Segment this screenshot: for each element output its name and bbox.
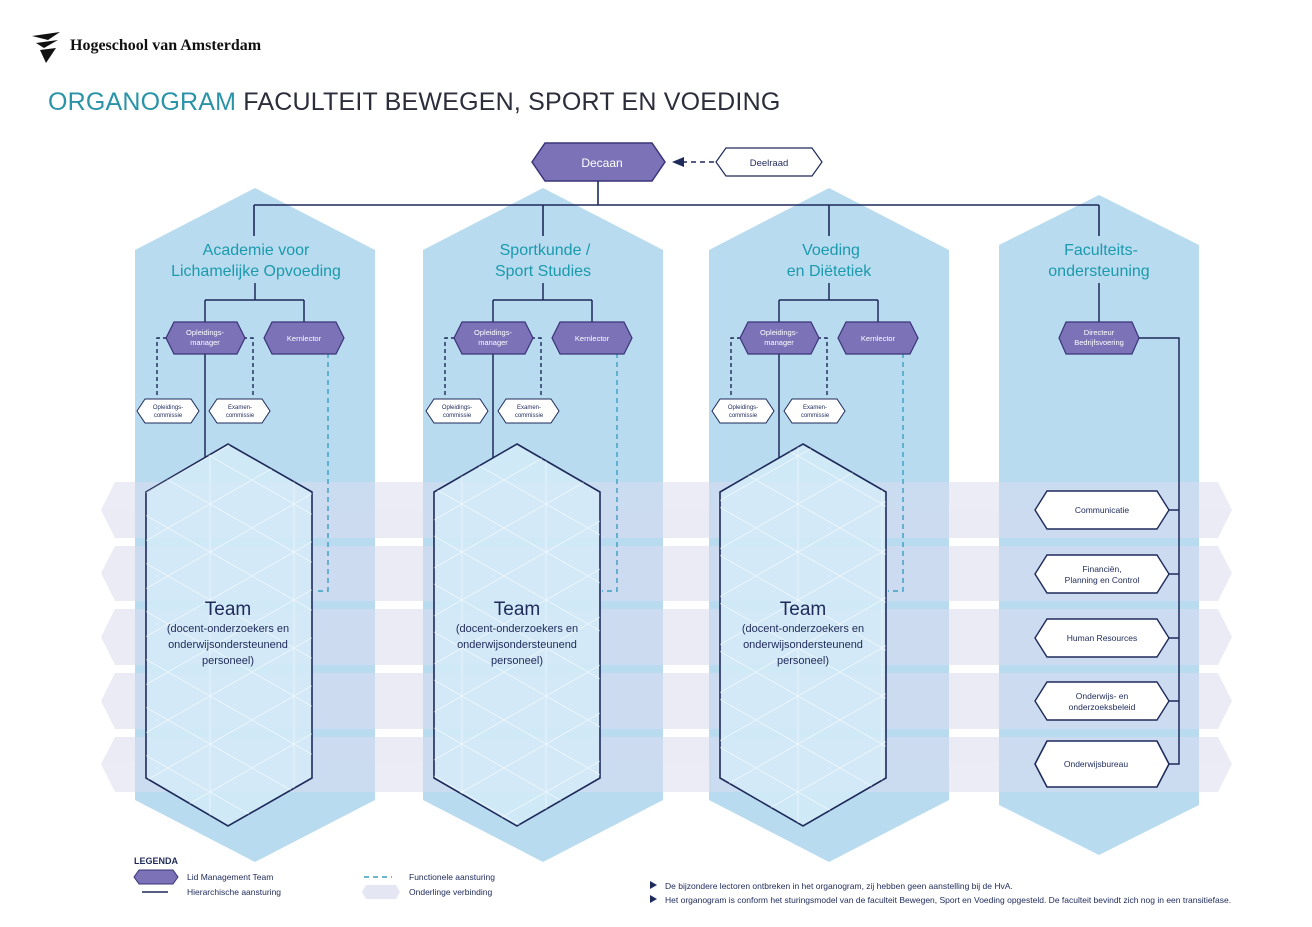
department-title: Sportkunde /	[500, 242, 591, 259]
lector-label: Kernlector	[287, 334, 322, 343]
legend: LEGENDA Lid Management Team Hierarchisch…	[133, 856, 495, 899]
department-academie: Academie voor Lichamelijke Opvoeding Opl…	[136, 242, 345, 827]
team-title: Team	[780, 599, 826, 620]
bullet-icon	[650, 881, 657, 889]
title-part-1: ORGANOGRAM	[48, 88, 237, 116]
commissie-label: Examen-	[228, 405, 252, 411]
department-title: Academie voor	[203, 242, 310, 259]
commissie-box	[425, 398, 489, 424]
unit-label: Financiën,	[1082, 564, 1121, 574]
brand-name: Hogeschool van Amsterdam	[70, 37, 262, 54]
lector-label: Kernlector	[861, 334, 896, 343]
top-connectors	[253, 181, 1100, 236]
unit-label: Onderwijs- en	[1076, 691, 1129, 701]
footnote: Het organogram is conform het sturingsmo…	[665, 895, 1231, 905]
commissie-box	[136, 398, 200, 424]
commissie-label: Opleidings-	[153, 405, 183, 411]
team-title: Team	[205, 599, 251, 620]
department-support: Faculteits- ondersteuning Directeur Bedr…	[1034, 242, 1180, 788]
commissie-box	[783, 398, 846, 424]
lector-box	[837, 321, 919, 355]
legend-management-label: Lid Management Team	[187, 872, 273, 882]
brand-logo	[30, 30, 66, 66]
manager-label: Opleidings-	[474, 328, 512, 337]
department-title: Sport Studies	[495, 263, 591, 280]
team-description: personeel)	[777, 655, 829, 667]
team-description: onderwijsondersteunend	[743, 639, 863, 651]
page-title: ORGANOGRAM FACULTEIT BEWEGEN, SPORT EN V…	[48, 88, 780, 117]
department-title: ondersteuning	[1048, 263, 1149, 280]
deelraad-label: Deelraad	[750, 158, 789, 169]
lector-box	[263, 321, 345, 355]
legend-functional-label: Functionele aansturing	[409, 872, 495, 882]
commissie-label: commissie	[801, 413, 830, 419]
unit-box-communicatie	[1034, 490, 1170, 530]
lector-label: Kernlector	[575, 334, 610, 343]
director-label: Directeur	[1084, 328, 1115, 337]
commissie-label: Examen-	[517, 405, 541, 411]
legend-mutual-label: Onderlinge verbinding	[409, 887, 492, 897]
unit-label: onderzoeksbeleid	[1069, 702, 1136, 712]
legend-management-swatch	[133, 869, 179, 885]
department-title: en Diëtetiek	[787, 263, 872, 280]
manager-label: Opleidings-	[760, 328, 798, 337]
lector-box	[551, 321, 633, 355]
director-label: Bedrijfsvoering	[1074, 338, 1124, 347]
team-description: (docent-onderzoekers en	[456, 623, 578, 635]
unit-box-onderwijsbureau	[1034, 740, 1170, 788]
commissie-label: Examen-	[803, 405, 827, 411]
legend-mutual-swatch	[362, 885, 400, 899]
manager-label: Opleidings-	[186, 328, 224, 337]
department-voeding: Voeding en Diëtetiek Opleidings- manager…	[711, 242, 919, 827]
commissie-box	[497, 398, 560, 424]
team-description: personeel)	[491, 655, 543, 667]
department-title: Lichamelijke Opvoeding	[171, 263, 341, 280]
commissie-label: commissie	[729, 413, 758, 419]
manager-box	[453, 321, 534, 355]
manager-label: manager	[764, 338, 794, 347]
commissie-label: commissie	[515, 413, 544, 419]
team-title: Team	[494, 599, 540, 620]
commissie-label: commissie	[226, 413, 255, 419]
connection-rows	[101, 482, 1232, 792]
bullet-icon	[650, 895, 657, 903]
team-description: onderwijsondersteunend	[168, 639, 288, 651]
department-sportkunde: Sportkunde / Sport Studies Opleidings- m…	[425, 242, 633, 827]
commissie-label: commissie	[443, 413, 472, 419]
unit-label: Onderwijsbureau	[1064, 759, 1129, 769]
decaan-label: Decaan	[581, 156, 622, 170]
unit-label: Communicatie	[1075, 505, 1130, 515]
commissie-label: Opleidings-	[442, 405, 472, 411]
department-title: Voeding	[802, 242, 860, 259]
commissie-label: commissie	[154, 413, 183, 419]
manager-box	[739, 321, 820, 355]
team-description: (docent-onderzoekers en	[167, 623, 289, 635]
footnotes: De bijzondere lectoren ontbreken in het …	[650, 881, 1231, 905]
deelraad-box	[715, 147, 823, 177]
team-description: personeel)	[202, 655, 254, 667]
commissie-label: Opleidings-	[728, 405, 758, 411]
team-description: (docent-onderzoekers en	[742, 623, 864, 635]
team-description: onderwijsondersteunend	[457, 639, 577, 651]
decaan-box	[531, 142, 666, 182]
footnote: De bijzondere lectoren ontbreken in het …	[665, 881, 1013, 891]
legend-hierarchical-label: Hierarchische aansturing	[187, 887, 281, 897]
manager-box	[165, 321, 246, 355]
unit-label: Planning en Control	[1065, 575, 1140, 585]
manager-label: manager	[190, 338, 220, 347]
manager-label: manager	[478, 338, 508, 347]
department-title: Faculteits-	[1064, 242, 1138, 259]
legend-heading: LEGENDA	[134, 856, 179, 866]
commissie-box	[208, 398, 271, 424]
commissie-box	[711, 398, 775, 424]
unit-box-hr	[1034, 618, 1170, 658]
title-part-2: FACULTEIT BEWEGEN, SPORT EN VOEDING	[243, 88, 781, 116]
unit-box-onderwijsbeleid	[1034, 681, 1170, 721]
deelraad-arrow	[672, 157, 714, 167]
unit-label: Human Resources	[1067, 633, 1137, 643]
unit-box-financien	[1034, 554, 1170, 594]
